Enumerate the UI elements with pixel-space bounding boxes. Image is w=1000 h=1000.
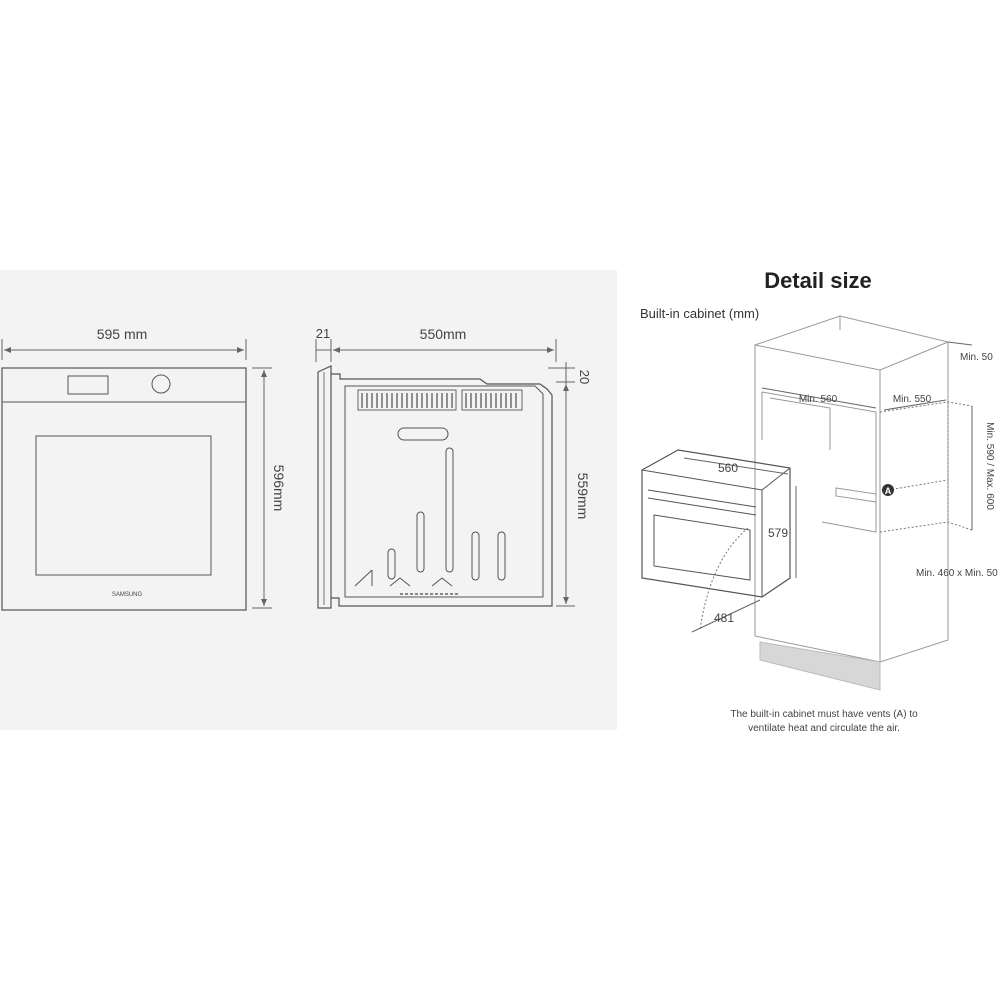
oven-depth-label: 481 [714, 611, 734, 625]
arrow-right-icon [547, 347, 554, 353]
min-top-leader [947, 341, 973, 346]
arrow-left-icon [4, 347, 11, 353]
vent-marker-label: A [885, 486, 892, 496]
arrow-up-icon [563, 384, 569, 391]
oven-iso-panel-lines [647, 489, 757, 516]
height-range-label: Min. 590 / Max. 600 [984, 422, 995, 510]
cabinet-top-edges [754, 341, 949, 371]
oven-door-profile [317, 365, 332, 609]
cabinet [754, 315, 973, 691]
oven-isometric [641, 449, 791, 631]
min-width-line [761, 387, 877, 409]
side-dashed-bottom [879, 521, 973, 533]
detail-size: Detail size Built-in cabinet (mm) Min. 5… [640, 268, 998, 734]
depth-label: 550mm [420, 326, 467, 342]
top-gap-label: 20 [577, 370, 592, 384]
side-view: 21 550mm [315, 326, 592, 609]
min-depth-line [883, 399, 947, 411]
door-swing-arc [699, 527, 749, 631]
body-height-label: 559mm [575, 473, 591, 520]
oven-height-label: 579 [768, 526, 788, 540]
arrow-down-icon [261, 599, 267, 606]
arrow-right-icon [237, 347, 244, 353]
side-slot-icon [397, 427, 449, 441]
detail-title: Detail size [764, 268, 872, 293]
side-rail-right-b [497, 531, 506, 581]
note-line-1: The built-in cabinet must have vents (A)… [730, 709, 918, 720]
vent-size-label: Min. 460 x Min. 50 [916, 568, 998, 579]
brand-logo: SAMSUNG [112, 592, 143, 598]
arrow-up-icon [261, 370, 267, 377]
note-line-2: ventilate heat and circulate the air. [748, 723, 900, 734]
min-top-label: Min. 50 [960, 352, 993, 363]
side-rail-mid [416, 511, 425, 573]
cabinet-opening [761, 391, 877, 533]
side-bottom-marks [354, 569, 453, 587]
oven-front-body [1, 367, 247, 611]
front-width-label: 595 mm [97, 326, 148, 342]
oven-dial-icon [151, 374, 171, 394]
oven-iso-window [653, 514, 751, 581]
min-depth-label: Min. 550 [893, 394, 932, 405]
arrow-down-icon [563, 597, 569, 604]
top-vents [357, 389, 523, 411]
oven-width-label: 560 [718, 461, 738, 475]
side-rail-short [387, 548, 396, 580]
side-dashed-vent [887, 479, 949, 491]
cabinet-plinth [759, 641, 881, 691]
vent-marker-icon [882, 484, 894, 496]
oven-iso-body [641, 449, 791, 598]
door-depth-label: 21 [316, 326, 330, 341]
cabinet-vent-slot [835, 487, 877, 503]
front-view: 595 mm SAMSUNG 596mm [1, 326, 287, 611]
detail-subtitle: Built-in cabinet (mm) [640, 306, 759, 321]
oven-depth-line [691, 599, 761, 633]
min-width-label: Min. 560 [799, 394, 838, 405]
drawing-panel-background [0, 270, 617, 730]
side-rail-long [445, 447, 454, 573]
oven-width-line [683, 457, 789, 475]
front-height-label: 596mm [271, 465, 287, 512]
side-rail-right-a [471, 531, 480, 581]
oven-cavity-outline [344, 385, 544, 598]
arrow-left-icon [333, 347, 340, 353]
cabinet-opening-inner [769, 397, 831, 450]
oven-display-icon [67, 375, 109, 395]
oven-body-outline [331, 373, 553, 607]
oven-window [35, 435, 212, 576]
